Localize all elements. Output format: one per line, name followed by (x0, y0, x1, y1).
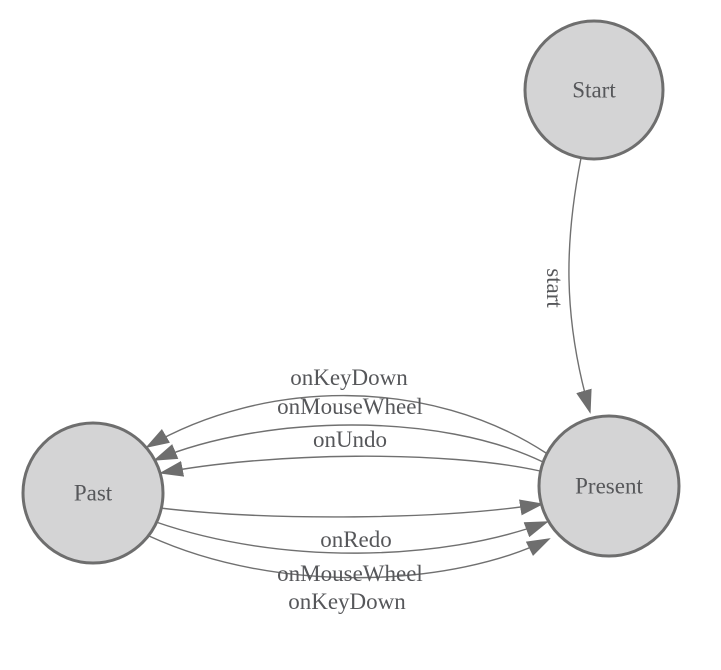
edge-past-to-present-onredo (159, 499, 544, 518)
state-node-start: Start (523, 19, 665, 161)
edge-present-to-past-onmousewheel (153, 424, 544, 463)
state-node-present-label: Present (575, 474, 643, 499)
edges-layer (145, 157, 592, 579)
state-node-past-circle (21, 421, 165, 565)
edge-present-to-past-onkeydown (145, 394, 547, 454)
edge-label-onundo: onUndo (313, 427, 387, 452)
edge-past-to-present-onmousewheel (155, 521, 549, 554)
edge-label-onmousewheel-top: onMouseWheel (277, 394, 423, 419)
state-node-present-circle (537, 414, 681, 558)
edge-past-to-present-onkeydown (148, 535, 551, 579)
nodes-layer: Start Present Past (21, 19, 681, 565)
edge-labels-layer: start onKeyDown onMouseWheel onUndo onRe… (277, 268, 567, 614)
edge-start-to-present (568, 157, 592, 414)
edge-label-onkeydown-top: onKeyDown (290, 365, 408, 390)
edge-label-onkeydown-bottom: onKeyDown (288, 589, 406, 614)
state-node-present: Present (537, 414, 681, 558)
edge-present-to-past-onundo (159, 455, 541, 477)
edge-label-start: start (542, 268, 567, 308)
state-node-past-label: Past (74, 481, 113, 506)
state-node-start-circle (523, 19, 665, 161)
edge-label-onmousewheel-bottom: onMouseWheel (277, 561, 423, 586)
state-node-past: Past (21, 421, 165, 565)
state-node-start-label: Start (572, 78, 616, 103)
edge-label-onredo: onRedo (320, 527, 392, 552)
